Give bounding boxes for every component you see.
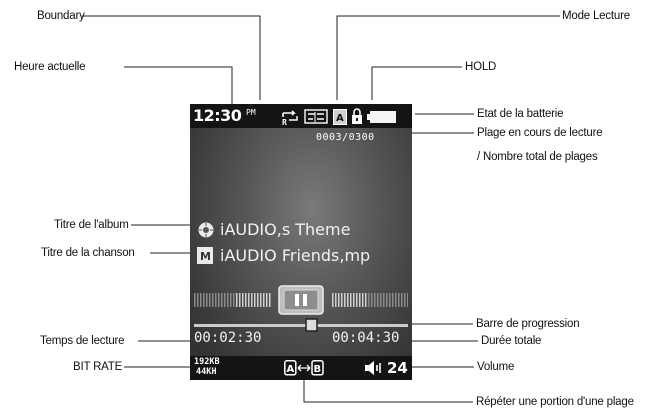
label-plage-en-cours: Plage en cours de lecture (477, 127, 603, 139)
ampm-indicator: PM (246, 108, 256, 117)
album-title: iAUDIO,s Theme (220, 220, 351, 239)
repeat-boundary-icon: R (282, 110, 298, 126)
total-time: 00:04:30 (332, 330, 400, 346)
player-screen: 12:30 PM R A 0003/0300 iAUDIO,s Theme (190, 104, 412, 380)
current-time: 12:30 (193, 106, 242, 125)
control-bars (194, 293, 408, 307)
svg-text:A: A (287, 364, 295, 375)
label-mode-lecture: Mode Lecture (562, 10, 630, 22)
label-hold: HOLD (465, 61, 497, 73)
mode-lecture-icon (304, 109, 328, 124)
label-temps-lecture: Temps de lecture (40, 335, 125, 347)
svg-text:B: B (314, 364, 322, 375)
progress-track (194, 324, 408, 327)
label-volume: Volume (477, 361, 515, 373)
battery-icon (367, 111, 396, 123)
svg-text:R: R (282, 118, 287, 126)
volume-level: 24 (387, 359, 408, 377)
label-heure-actuelle: Heure actuelle (14, 61, 86, 73)
label-etat-batterie: Etat de la batterie (477, 108, 564, 120)
song-title: iAUDIO Friends,mp (220, 246, 371, 265)
bitrate-kb: 192KB (194, 357, 220, 367)
svg-text:A: A (336, 113, 344, 124)
leader-mode (336, 15, 560, 100)
pause-button-icon[interactable] (278, 285, 324, 315)
album-disc-icon (198, 222, 214, 238)
elapsed-time: 00:02:30 (194, 330, 262, 346)
lock-icon (352, 108, 362, 124)
leader-ab (303, 380, 473, 403)
label-boundary: Boundary (37, 10, 85, 22)
label-duree-totale: Durée totale (481, 335, 542, 347)
speaker-icon (365, 361, 381, 375)
progress-knob[interactable] (305, 318, 318, 332)
leader-hold (371, 66, 462, 100)
leader-boundary (82, 15, 261, 100)
ab-repeat-icon: A B (284, 360, 324, 376)
label-barre-progression: Barre de progression (476, 318, 580, 330)
label-repeter-portion: Répéter une portion d'une plage (476, 396, 634, 408)
track-counter: 0003/0300 (316, 132, 375, 143)
music-m-icon: M (197, 247, 213, 264)
leader-heure (124, 66, 233, 104)
label-bit-rate: BIT RATE (73, 361, 123, 373)
svg-text:M: M (200, 250, 211, 263)
label-titre-chanson: Titre de la chanson (41, 247, 135, 259)
progress-bar[interactable] (194, 318, 408, 334)
label-titre-album: Titre de l'album (54, 219, 129, 231)
bitrate-khz: 44KH (196, 367, 217, 377)
label-nombre-total: / Nombre total de plages (477, 151, 598, 163)
a-letter-icon: A (333, 109, 347, 125)
